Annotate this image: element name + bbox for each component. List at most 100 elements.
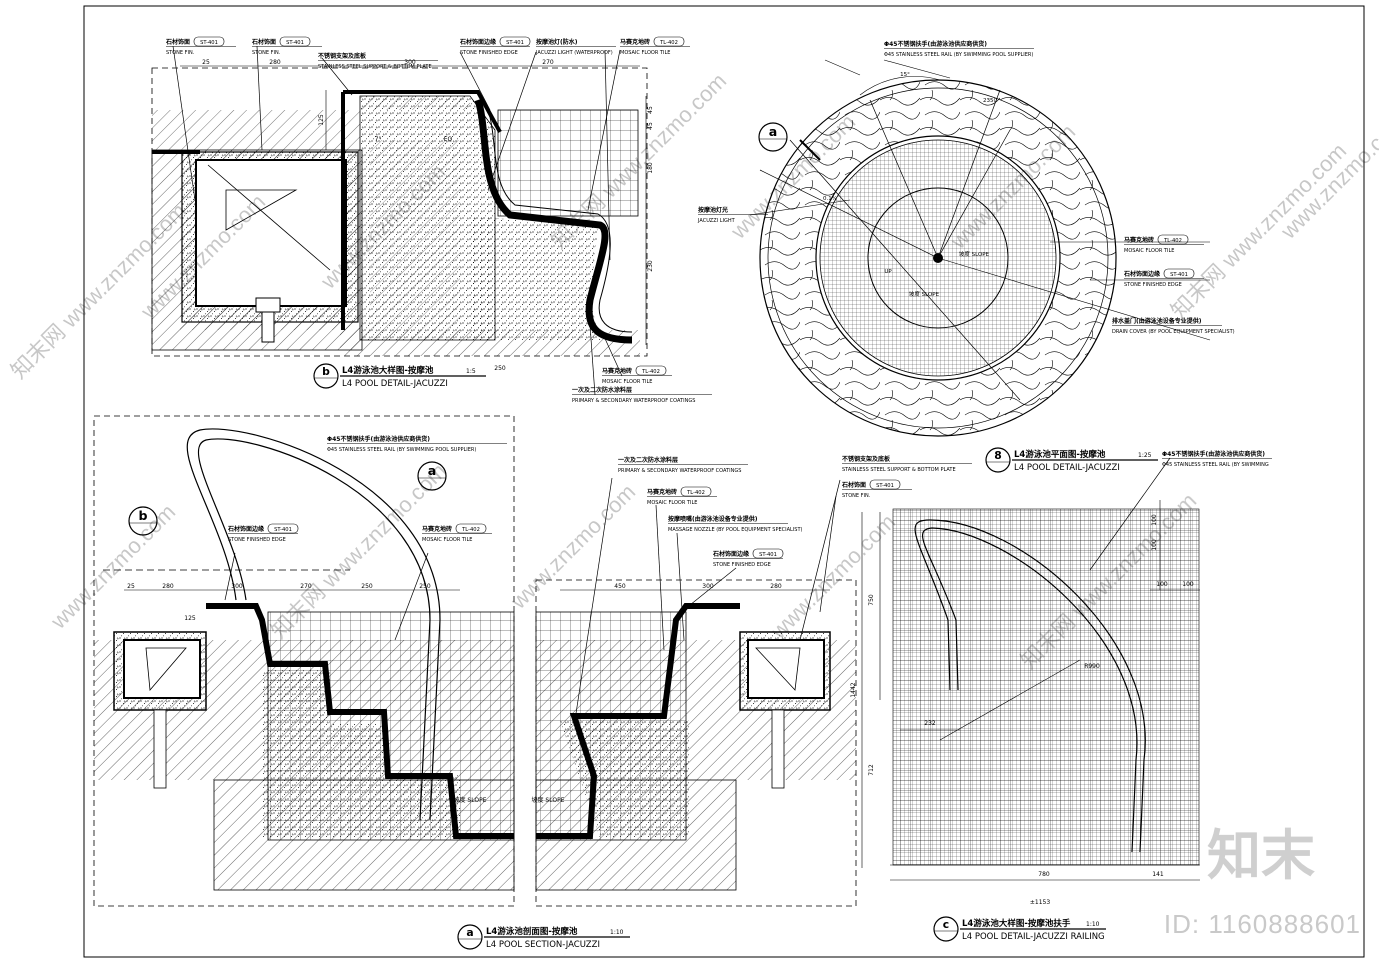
view-2-callout-2-code-box xyxy=(455,523,487,534)
view-2-callout-1-code: ST-401 xyxy=(274,527,292,533)
view-1-scale: 1:25 xyxy=(1138,452,1152,459)
view-2-marker-letter: a xyxy=(466,926,473,939)
view-0-callout-6-code-box xyxy=(635,365,667,376)
view-1-dim-1: 2350 xyxy=(983,98,997,104)
view-2-title-cn: L4游泳池剖面图-按摩池 xyxy=(486,926,578,937)
view-0-scale: 1:5 xyxy=(466,368,476,375)
view-2-callout-4-en: MOSAIC FLOOR TILE xyxy=(647,500,697,506)
view-2-callout-6-code-box xyxy=(752,548,784,559)
view-2-callout-7-en: STAINLESS STEEL SUPPORT & BOTTOM PLATE xyxy=(842,467,956,473)
view-2-callout-8-code: ST-401 xyxy=(876,483,894,489)
view-0-callout-7-en: PRIMARY & SECONDARY WATERPROOF COATINGS xyxy=(572,398,695,404)
view-2-callout-3-en: PRIMARY & SECONDARY WATERPROOF COATINGS xyxy=(618,468,741,474)
sheet-border xyxy=(83,5,1365,958)
view-0-dim-2: 300 xyxy=(404,59,416,66)
view-3-dim-3: 100 xyxy=(1182,581,1194,588)
view-0-callout-6-cn: 马赛克地砖 xyxy=(602,367,632,375)
view-2-callout-2-cn: 马赛克地砖 xyxy=(422,525,452,533)
view-2-callout-7-cn: 不锈钢支架及底板 xyxy=(842,455,891,463)
brand-logo: 知末 xyxy=(1207,824,1315,887)
plan-8-circle xyxy=(749,59,1211,437)
view-3-dim-5: 1442 xyxy=(850,682,857,697)
view-0-dim-4: 125 xyxy=(318,114,325,126)
view-2-marker-circle xyxy=(457,924,483,950)
view-2-callout-8-code-box xyxy=(869,479,901,490)
watermark-text: www.znzmo.com xyxy=(45,499,180,634)
view-0-callout-4-en: JACUZZI LIGHT (WATERPROOF) xyxy=(535,50,613,56)
view-0-dim-8: 230 xyxy=(647,260,654,272)
view-3-scale: 1:10 xyxy=(1086,921,1100,928)
view-0-dim-0: 25 xyxy=(202,59,210,66)
view-0-dim-5: 45 xyxy=(647,106,654,114)
view-2-dim-5: 250 xyxy=(419,583,431,590)
view-0-dim-10: 7° xyxy=(375,136,382,143)
view-3-marker-circle xyxy=(933,916,959,942)
view-3-dim-0: 100 xyxy=(1151,514,1158,526)
view-0-marker-circle xyxy=(313,363,339,389)
view-2-callout-1-en: STONE FINISHED EDGE xyxy=(228,537,286,543)
view-2-dim-3: 270 xyxy=(300,583,312,590)
view-2-dim-4: 250 xyxy=(361,583,373,590)
view-2-callout-6-en: STONE FINISHED EDGE xyxy=(713,562,771,568)
view-0-callout-5-code-box xyxy=(653,36,685,47)
view-1-callout-1-cn: 按摩池灯光 xyxy=(698,206,728,214)
view-0-callout-3-cn: 石材饰面边缘 xyxy=(459,38,496,46)
view-0-callout-3-code: ST-401 xyxy=(506,40,524,46)
view-0-callout-0-cn: 石材饰面 xyxy=(165,38,190,46)
view-2-dim-6: 450 xyxy=(614,583,626,590)
view-0-callout-0-en: STONE FIN. xyxy=(166,50,195,56)
watermark-text: www.znzmo.com xyxy=(505,479,640,614)
view-0-title-en: L4 POOL DETAIL-JACUZZI xyxy=(342,379,448,389)
view-3-dim-1: 100 xyxy=(1151,539,1158,551)
section-mark-a-circle xyxy=(758,122,788,152)
view-0-callout-4-cn: 按摩池灯(防水) xyxy=(536,38,578,46)
view-1-callout-2-code-box xyxy=(1157,234,1189,245)
view-3-callout-0-en: Φ45 STAINLESS STEEL RAIL (BY SWIMMING xyxy=(1162,462,1269,468)
view-0-title-cn: L4游泳池大样图-按摩池 xyxy=(342,365,434,376)
section-mark-a2-letter: a xyxy=(428,463,437,478)
view-1-callout-2-en: MOSAIC FLOOR TILE xyxy=(1124,248,1174,254)
watermark-text: 知末网 www.znzmo.com xyxy=(1166,138,1351,323)
view-1-dim-0: 15° xyxy=(900,72,910,78)
view-3-title-cn: L4游泳池大样图-按摩池扶手 xyxy=(962,918,1071,929)
view-0-callout-1-code-box xyxy=(279,36,311,47)
view-2-callout-6-cn: 石材饰面边缘 xyxy=(712,550,749,558)
view-2-callout-6-code: ST-401 xyxy=(759,552,777,558)
view-1-callout-1-en: JACUZZI LIGHT xyxy=(697,218,736,224)
view-3-callout-0-cn: Φ45不锈钢扶手(由游泳池供应商供货) xyxy=(1162,450,1265,458)
railing-c xyxy=(861,457,1200,881)
view-3-dim-2: 100 xyxy=(1156,581,1168,588)
section-mark-b-letter: b xyxy=(138,508,147,523)
view-3-dim-7: 232 xyxy=(924,720,936,727)
view-1-dim-2: 0.1% xyxy=(823,196,837,202)
view-2-callout-2-code: TL-402 xyxy=(461,527,480,533)
view-1-callout-0-cn: Φ45不锈钢扶手(由游泳池供应商供货) xyxy=(884,40,987,48)
view-2-title-en: L4 POOL SECTION-JACUZZI xyxy=(486,940,600,950)
view-0-callout-2-en: STAINLESS STEEL SUPPORT & BOTTOM PLATE xyxy=(318,64,432,70)
view-2-dim-1: 280 xyxy=(162,583,174,590)
view-0-callout-6-en: MOSAIC FLOOR TILE xyxy=(602,379,652,385)
view-3-dim-6: 712 xyxy=(868,764,875,776)
view-2-dim-10: 坡度 SLOPE xyxy=(454,796,487,804)
view-2-dim-8: 280 xyxy=(770,583,782,590)
view-1-dim-5: 坡度 SLOPE xyxy=(909,290,940,298)
section-a xyxy=(93,415,857,907)
view-2-dim-2: 300 xyxy=(231,583,243,590)
view-3-dim-8: R990 xyxy=(1084,663,1100,670)
view-0-callout-1-en: STONE FIN. xyxy=(252,50,281,56)
view-1-callout-2-cn: 马赛克地砖 xyxy=(1124,236,1154,244)
view-1-title-en: L4 POOL DETAIL-JACUZZI xyxy=(1014,463,1120,473)
view-2-callout-4-cn: 马赛克地砖 xyxy=(647,488,677,496)
view-2-callout-5-en: MASSAGE NOZZLE (BY POOL EQUIPMENT SPECIA… xyxy=(668,527,803,533)
view-3-dim-9: 780 xyxy=(1038,871,1050,878)
view-3-dim-10: 141 xyxy=(1152,871,1164,878)
view-2-callout-8-cn: 石材饰面 xyxy=(841,481,866,489)
view-2-scale: 1:10 xyxy=(610,929,624,936)
watermark-text: www.znzmo.com xyxy=(1275,109,1379,244)
view-2-callout-8-en: STONE FIN. xyxy=(842,493,871,499)
view-0-callout-2-cn: 不锈钢支架及底板 xyxy=(318,52,367,60)
view-0-callout-1-cn: 石材饰面 xyxy=(251,38,276,46)
section-mark-a2-circle xyxy=(417,461,447,491)
